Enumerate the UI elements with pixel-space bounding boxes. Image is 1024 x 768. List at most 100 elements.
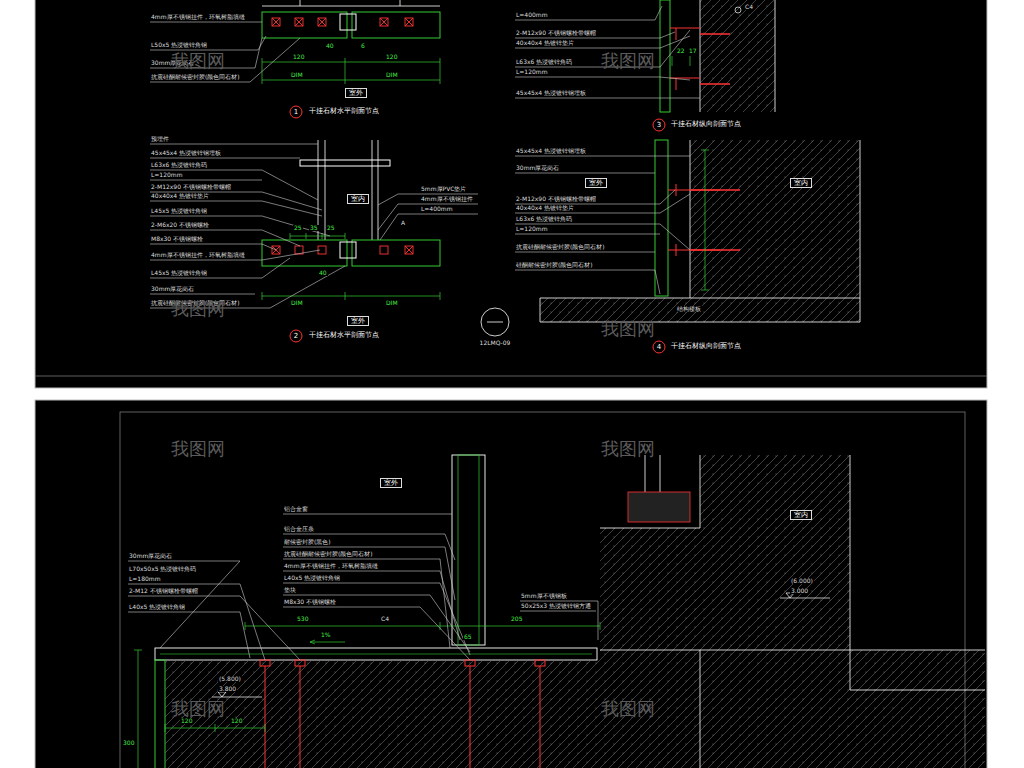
- dimension: 40: [318, 270, 328, 276]
- part-label: 2-M6x20 不锈钢螺栓: [150, 222, 210, 228]
- watermark: 我图网: [170, 700, 226, 718]
- part-label: 结构楼板: [676, 306, 702, 312]
- watermark: 我图网: [600, 700, 656, 718]
- part-label: L63x6 热浸镀锌角码: [150, 162, 208, 168]
- dimension: 25: [293, 225, 303, 231]
- part-label: 4mm厚不锈钢挂件，环氧树脂填缝: [283, 563, 379, 569]
- detail-2: [150, 140, 509, 342]
- part-label: 30mm厚花岗石: [150, 286, 195, 292]
- part-label: 5mm厚PVC垫片: [420, 186, 467, 192]
- detail-4: [515, 140, 860, 353]
- part-label: 抗震硅酮耐候密封胶(颜色同石材): [515, 244, 606, 250]
- dimension: 65: [463, 634, 473, 640]
- dimension: 205: [510, 616, 523, 622]
- part-label: 耐候密封胶(黑色): [283, 539, 332, 545]
- dimension: 120: [385, 54, 398, 60]
- detail-title: 干挂石材纵向剖面节点: [670, 121, 742, 128]
- dimension: 22: [676, 48, 686, 54]
- detail-1: [150, 0, 440, 118]
- part-label: 5mm厚不锈钢板: [520, 593, 568, 599]
- room-name: 室内: [794, 179, 808, 187]
- room-tag: 室外: [585, 178, 607, 188]
- part-label: 4mm厚不锈钢挂件: [420, 196, 474, 202]
- room-name: 室外: [349, 89, 363, 97]
- part-label: 45x45x4 热浸镀锌钢埋板: [150, 150, 222, 156]
- part-label: 40x40x4 热镀锌垫片: [150, 193, 210, 199]
- part-label: L63x6 热浸镀锌角码: [515, 216, 573, 222]
- dimension: 300: [122, 740, 135, 746]
- part-label: 2-M12x90 不锈钢螺栓带螺帽: [515, 196, 597, 202]
- dimension: DIM: [385, 72, 399, 78]
- detail-title: 干挂石材纵向剖面节点: [670, 343, 742, 350]
- part-label: L=180mm: [128, 576, 162, 582]
- dimension: C4: [380, 616, 390, 622]
- room-tag: 室内: [347, 194, 369, 204]
- room-name: 室内: [351, 195, 365, 203]
- dimension: 35: [309, 225, 319, 231]
- watermark: 我图网: [600, 440, 656, 458]
- elevation: 3.000: [790, 588, 809, 594]
- part-label: L40x5 热浸镀锌角钢: [128, 604, 186, 610]
- part-label: L63x6 热浸镀锌角码: [515, 59, 573, 65]
- part-label: 45x45x4 热浸镀锌钢埋板: [515, 90, 587, 96]
- part-label: L70x50x5 热浸镀锌角码: [128, 566, 197, 572]
- part-label: M8x30 不锈钢螺栓: [150, 236, 204, 242]
- elevation: 3.800: [218, 686, 237, 692]
- detail-3: [515, 0, 775, 131]
- part-label: 2-M12x90 不锈钢螺栓带螺帽: [150, 184, 232, 190]
- room-tag: 室外: [347, 316, 369, 326]
- part-label: L=120mm: [150, 172, 184, 178]
- callout-number: 4: [656, 344, 662, 351]
- watermark: 我图网: [170, 300, 226, 318]
- dimension: 120: [230, 718, 243, 724]
- part-label: 4mm厚不锈钢挂件，环氧树脂填缝: [150, 252, 246, 258]
- sill-detail: [128, 455, 985, 768]
- callout-number: 1: [293, 109, 299, 116]
- dimension: 530: [296, 616, 309, 622]
- elevation: (5.800): [218, 676, 242, 682]
- dimension: 17: [688, 48, 698, 54]
- drawing-number: 12LMQ-09: [479, 340, 512, 346]
- part-label: 抗震硅酮耐候密封胶(颜色同石材): [150, 74, 241, 80]
- part-label: L50x5 热浸镀锌角钢: [150, 42, 208, 48]
- room-name: 室外: [384, 479, 398, 487]
- part-label: 抗震硅酮耐候密封胶(颜色同石材): [283, 551, 374, 557]
- dimension: C4: [744, 4, 754, 10]
- part-label: 4mm厚不锈钢挂件，环氧树脂填缝: [150, 14, 246, 20]
- dimension: 25: [326, 225, 336, 231]
- room-tag: 室内: [790, 510, 812, 520]
- dimension: DIM: [290, 300, 304, 306]
- room-tag: 室外: [380, 478, 402, 488]
- room-tag: 室内: [790, 178, 812, 188]
- part-label: 50x25x3 热浸镀锌钢方通: [520, 603, 592, 609]
- room-name: 室内: [794, 511, 808, 519]
- slope-mark: 1%: [320, 632, 332, 638]
- callout-number: 3: [656, 122, 662, 129]
- detail-title: 干挂石材水平剖面节点: [308, 332, 380, 339]
- part-label: 40x40x4 热镀锌垫片: [515, 205, 575, 211]
- watermark: 我图网: [600, 52, 656, 70]
- room-name: 室外: [589, 179, 603, 187]
- elevation: (6.000): [790, 578, 814, 584]
- dimension: 120: [180, 718, 193, 724]
- dimension: DIM: [385, 300, 399, 306]
- detail-title: 干挂石材水平剖面节点: [308, 108, 380, 115]
- part-label: 预埋件: [150, 136, 170, 142]
- dimension: 120: [292, 54, 305, 60]
- part-label: M8x30 不锈钢螺栓: [283, 599, 337, 605]
- watermark: 我图网: [170, 440, 226, 458]
- part-label: L=120mm: [515, 69, 549, 75]
- part-label: 垫块: [283, 587, 297, 593]
- part-label: L=400mm: [515, 12, 549, 18]
- part-label: 30mm厚花岗石: [128, 553, 173, 559]
- part-label: 2-M12x90 不锈钢螺栓带螺帽: [515, 30, 597, 36]
- room-name: 室外: [351, 317, 365, 325]
- part-label: 铝合金窗: [283, 506, 309, 512]
- dimension: 6: [360, 43, 366, 49]
- dimension: 40: [325, 43, 335, 49]
- part-label: L40x5 热浸镀锌角钢: [283, 575, 341, 581]
- part-label: 2-M12 不锈钢螺栓带螺帽: [128, 588, 199, 594]
- part-label: 40x40x4 热镀锌垫片: [515, 40, 575, 46]
